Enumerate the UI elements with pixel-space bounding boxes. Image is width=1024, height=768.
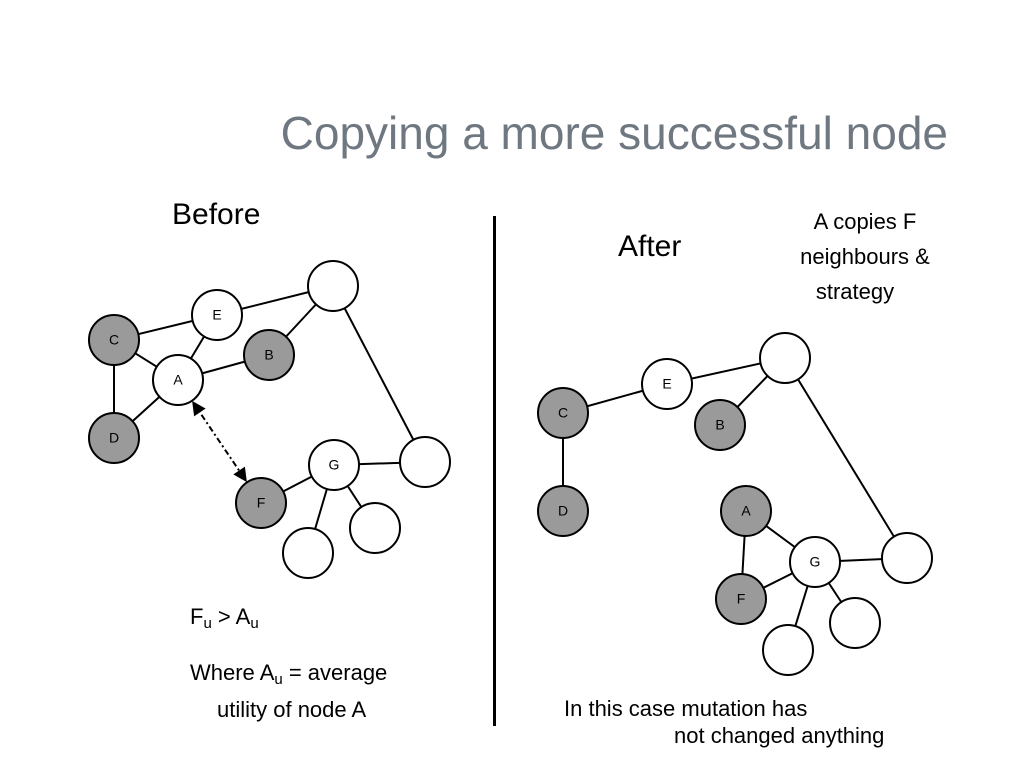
caption-line-2: not changed anything [674, 723, 885, 748]
after-heading: After [618, 230, 682, 263]
copy-arrow [192, 400, 247, 483]
utility-formula: Fu > Au [190, 604, 259, 632]
node-n3 [349, 502, 401, 554]
node-label-d: D [558, 503, 568, 519]
formula-a-sub: u [250, 615, 259, 632]
where-line-1: Where Au = average [190, 658, 387, 695]
node-label-g: G [329, 457, 340, 473]
where-line-2: utility of node A [217, 697, 367, 722]
node-F [715, 573, 767, 625]
node-n3 [829, 597, 881, 649]
node-B [694, 399, 746, 451]
edge-N1-N2 [784, 357, 908, 559]
node-E [641, 358, 693, 410]
where-sub: u [274, 671, 283, 688]
node-label-f: F [737, 591, 746, 607]
divider-line [493, 216, 496, 726]
node-C [88, 314, 140, 366]
node-label-e: E [662, 376, 671, 392]
node-n1 [307, 260, 359, 312]
node-D [537, 485, 589, 537]
formula-f: F [190, 604, 204, 629]
node-label-b: B [264, 347, 273, 363]
node-D [88, 412, 140, 464]
caption-line-1: In this case mutation has [564, 696, 808, 721]
node-label-b: B [715, 417, 724, 433]
node-n1 [759, 332, 811, 384]
copy-note: A copies F neighbours & strategy [780, 204, 950, 309]
node-label-a: A [173, 372, 183, 388]
before-graph: C E B A D F G [88, 260, 451, 579]
node-label-e: E [212, 307, 221, 323]
node-label-a: A [741, 503, 751, 519]
where-pre: Where A [190, 660, 275, 685]
copy-note-line: A copies F [813, 209, 917, 234]
formula-f-sub: u [203, 615, 212, 632]
node-A [152, 354, 204, 406]
copy-note-line: strategy [815, 279, 895, 304]
node-n2 [399, 436, 451, 488]
before-heading: Before [172, 198, 261, 231]
formula-a: A [235, 604, 251, 629]
copy-note-line: neighbours & [800, 244, 930, 269]
node-label-c: C [558, 405, 568, 421]
node-label-c: C [109, 332, 119, 348]
node-label-f: F [257, 495, 266, 511]
where-post: = average [282, 660, 388, 685]
node-G [308, 439, 360, 491]
after-graph: C E B D A G F [537, 332, 933, 676]
node-label-g: G [810, 554, 821, 570]
after-caption: In this case mutation has not changed an… [564, 695, 884, 749]
edge-N1-N2 [332, 285, 426, 463]
node-B [243, 329, 295, 381]
where-note: Where Au = average utility of node A [190, 658, 387, 725]
node-label-d: D [109, 430, 119, 446]
node-E [191, 289, 243, 341]
formula-op: > [211, 604, 236, 629]
node-n4 [762, 624, 814, 676]
node-n2 [881, 532, 933, 584]
slide-title: Copying a more successful node [280, 107, 948, 159]
node-n4 [282, 527, 334, 579]
node-C [537, 387, 589, 439]
node-A [720, 485, 772, 537]
node-F [235, 477, 287, 529]
node-G [789, 536, 841, 588]
